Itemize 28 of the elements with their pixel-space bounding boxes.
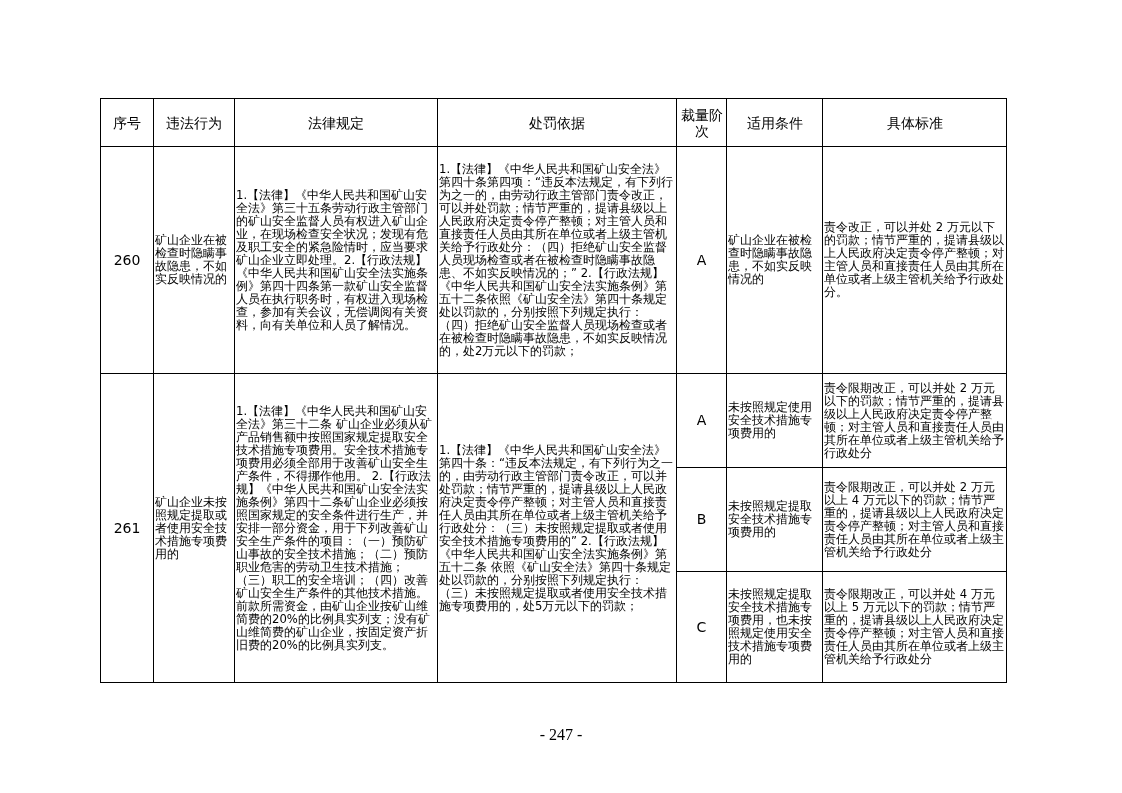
table-cell: 1.【法律】《中华人民共和国矿山安全法》第四十条第四项：“违反本法规定，有下列行为之一的，由劳动行政主管部门责令改正，可以并处罚款；情节严重的，提请县级以上人民政府决定责令停产整顿；对主管人员和直接责任人员由其所在单位或者上级主管机关给予行政处分：（四）拒绝矿山安全监督人员现场检查或者在被检查时隐瞒事故隐患、不如实反映情况的；” 2.【行政法规】《中华人民共和国矿山安全法实施条例》第五十二条依照《矿山安全法》第四十条规定处以罚款的，分别按照下列规定执行：（四）拒绝矿山安全监督人员现场检查或者在被检查时隐瞒事故隐患，不如实反映情况的，处2万元以下的罚款； [437, 146, 677, 374]
table-cell: 260 [100, 146, 154, 374]
table-cell: 1.【法律】《中华人民共和国矿山安全法》第三十五条劳动行政主管部门的矿山安全监督人员有权进入矿山企业，在现场检查安全状况；发现有危及职工安全的紧急险情时，应当要求矿山企业立即处理。2.【行政法规】《中华人民共和国矿山安全法实施条例》第四十四条第一款矿山安全监督人员在执行职务时，有权进入现场检查，参加有关会议，无偿调阅有关资料，向有关单位和人员了解情况。 [234, 146, 438, 374]
table-cell: 责令限期改正，可以并处 4 万元以上 5 万元以下的罚款；情节严重的，提请县级以上人民政府决定责令停产整顿；对主管人员和直接责任人员由其所在单位或者上级主管机关给予行政处分 [822, 571, 1007, 683]
table-cell: 责令限期改正，可以并处 2 万元以下的罚款；情节严重的，提请县级以上人民政府决定责令停产整顿；对主管人员和直接责任人员由其所在单位或者上级主管机关给予行政处分 [822, 373, 1007, 468]
table-cell: 1.【法律】《中华人民共和国矿山安全法》第四十条：“违反本法规定，有下列行为之一的，由劳动行政主管部门责令改正，可以并处罚款；情节严重的，提请县级以上人民政府决定责令停产整顿；对主管人员和直接责任人员由其所在单位或者上级主管机关给予行政处分：（三）未按照规定提取或者使用安全技术措施专项费用的” 2.【行政法规】《中华人民共和国矿山安全法实施条例》第五十二条 依照《矿山安全法》第四十条规定处以罚款的，分别按照下列规定执行：（三）未按照规定提取或者使用安全技术措施专项费用的，处5万元以下的罚款； [437, 373, 677, 683]
table-cell: A [676, 146, 727, 374]
header-cell: 适用条件 [726, 98, 823, 147]
table-cell: 1.【法律】《中华人民共和国矿山安全法》第三十二条 矿山企业必须从矿产品销售额中按照国家规定提取安全技术措施专项费用。安全技术措施专项费用必须全部用于改善矿山安全生产条件，不得挪作他用。 2.【行政法规】《中华人民共和国矿山安全法实施条例》第四十二条矿山企业必须按照国家规定的安全条件进行生产，并安排一部分资金，用于下列改善矿山安全生产条件的项目：（一）预防矿山事故的安全技术措施；（二）预防职业危害的劳动卫生技术措施；（三）职工的安全培训；（四）改善矿山安全生产条件的其他技术措施。前款所需资金，由矿山企业按矿山维简费的20%的比例具实列支；没有矿山维简费的矿山企业，按固定资产折旧费的20%的比例具实列支。 [234, 373, 438, 683]
table-cell: 未按照规定提取安全技术措施专项费用，也未按照规定使用安全技术措施专项费用的 [726, 571, 823, 683]
table-cell: 未按照规定使用安全技术措施专项费用的 [726, 373, 823, 468]
header-cell: 法律规定 [234, 98, 438, 147]
table-cell: 矿山企业在被检查时隐瞒事故隐患，不如实反映情况的 [153, 146, 235, 374]
header-cell: 序号 [100, 98, 154, 147]
header-cell: 处罚依据 [437, 98, 677, 147]
table-cell: C [676, 571, 727, 683]
table-cell: 261 [100, 373, 154, 683]
table-cell: 矿山企业在被检查时隐瞒事故隐患，不如实反映情况的 [726, 146, 823, 374]
page-number: - 247 - [538, 726, 584, 744]
header-cell: 违法行为 [153, 98, 235, 147]
table-cell: 未按照规定提取安全技术措施专项费用的 [726, 467, 823, 572]
header-cell: 裁量阶次 [676, 98, 727, 147]
header-cell: 具体标准 [822, 98, 1007, 147]
table-cell: 责令限期改正，可以并处 2 万元以上 4 万元以下的罚款；情节严重的，提请县级以上人民政府决定责令停产整顿；对主管人员和直接责任人员由其所在单位或者上级主管机关给予行政处分 [822, 467, 1007, 572]
table-cell: B [676, 467, 727, 572]
table-cell: 矿山企业未按照规定提取或者使用安全技术措施专项费用的 [153, 373, 235, 683]
table-cell: A [676, 373, 727, 468]
table-cell: 责令改正，可以并处 2 万元以下的罚款；情节严重的，提请县级以上人民政府决定责令停产整顿；对主管人员和直接责任人员由其所在单位或者上级主管机关给予行政处分。 [822, 146, 1007, 374]
